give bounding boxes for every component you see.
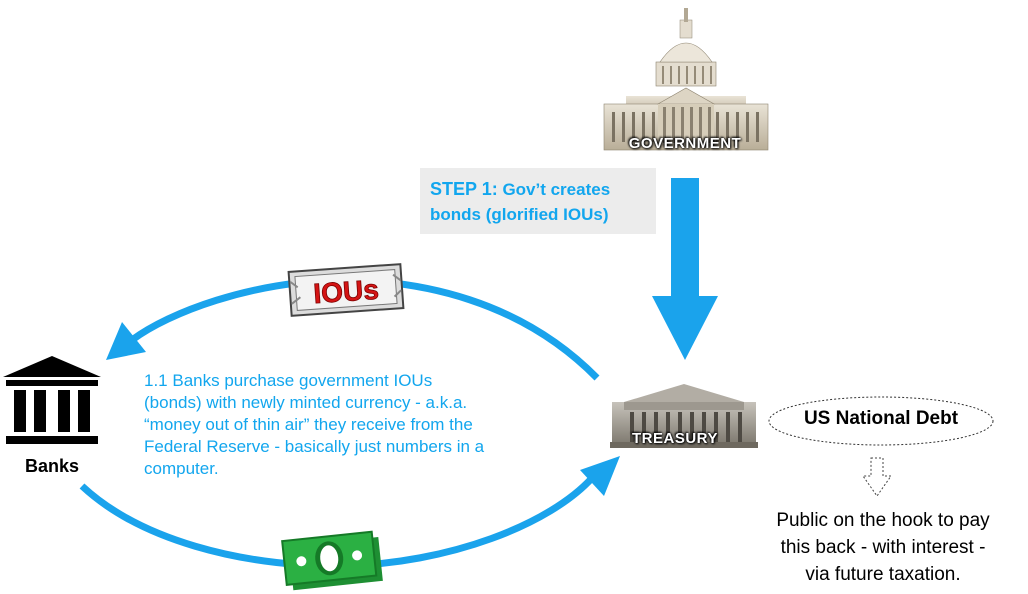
- dotted-down-arrow-icon: [862, 457, 892, 497]
- debt-ellipse: [768, 396, 994, 446]
- step1-line1: Gov’t creates: [502, 180, 611, 199]
- purchase-line: (bonds) with newly minted currency - a.k…: [144, 393, 468, 412]
- government-label: GOVERNMENT: [628, 135, 742, 152]
- public-line: this back - with interest -: [780, 537, 986, 558]
- down-arrow-step1: [652, 178, 718, 360]
- capitol-building-icon: [603, 8, 769, 151]
- step1-text: STEP 1: Gov’t creates bonds (glorified I…: [430, 177, 650, 227]
- purchase-description: 1.1 Banks purchase government IOUs (bond…: [144, 370, 564, 480]
- banks-label: Banks: [24, 456, 80, 476]
- public-debt-note: Public on the hook to pay this back - wi…: [738, 507, 1028, 588]
- iou-label: IOUs: [312, 274, 379, 309]
- iou-arrowhead-icon: [106, 322, 146, 360]
- dollar-bills-icon: [281, 530, 383, 591]
- iou-note-icon: IOUs: [287, 263, 405, 317]
- step1-box: [420, 168, 656, 234]
- step1-heading: STEP 1:: [430, 179, 498, 199]
- public-line: Public on the hook to pay: [776, 510, 990, 531]
- national-debt-label: US National Debt: [803, 408, 959, 429]
- purchase-line: Federal Reserve - basically just numbers…: [144, 437, 485, 456]
- treasury-building-icon: [610, 384, 758, 448]
- purchase-line: computer.: [144, 459, 219, 478]
- purchase-line: “money out of thin air” they receive fro…: [144, 415, 473, 434]
- purchase-line: 1.1 Banks purchase government IOUs: [144, 371, 433, 390]
- treasury-label: TREASURY: [632, 430, 718, 447]
- money-arrowhead-icon: [580, 456, 620, 496]
- step1-line2: bonds (glorified IOUs): [430, 205, 609, 224]
- bank-icon: [3, 356, 101, 444]
- public-line: via future taxation.: [805, 564, 961, 585]
